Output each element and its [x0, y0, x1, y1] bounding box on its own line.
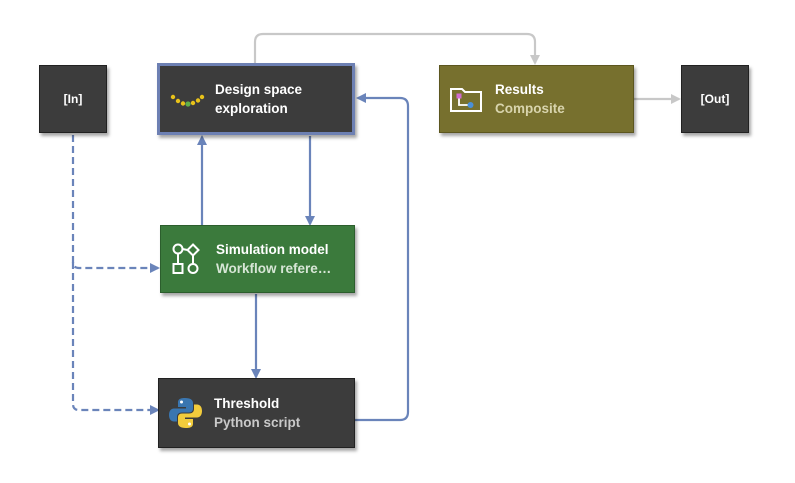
edge-design-space-to-results[interactable]: [253, 32, 540, 65]
edge-in-to-threshold[interactable]: [71, 262, 160, 415]
results-title: Results: [495, 82, 544, 97]
design-space-title: Design space: [215, 82, 303, 97]
edge-in-to-simulation[interactable]: [71, 135, 160, 273]
threshold-title: Threshold: [214, 396, 280, 411]
threshold-subtitle: Python script: [214, 415, 301, 430]
design-space-subtitle: exploration: [215, 101, 288, 116]
simulation-title: Simulation model: [216, 242, 329, 257]
output-node-label: [Out]: [700, 92, 730, 106]
edge-threshold-to-design-space[interactable]: [355, 93, 410, 422]
input-node-label: [In]: [63, 92, 83, 106]
input-node[interactable]: [In]: [39, 65, 107, 133]
composite-folder-icon: [450, 88, 482, 112]
results-node[interactable]: Results Composite: [439, 65, 634, 133]
workflow-icon: [172, 243, 200, 274]
python-icon: [169, 398, 202, 428]
output-node[interactable]: [Out]: [681, 65, 749, 133]
simulation-node[interactable]: Simulation model Workflow refere…: [160, 225, 355, 293]
design-space-node[interactable]: Design space exploration: [157, 63, 355, 135]
dse-dots-icon: [170, 94, 205, 107]
simulation-subtitle: Workflow refere…: [216, 261, 332, 276]
threshold-node[interactable]: Threshold Python script: [158, 378, 355, 448]
results-subtitle: Composite: [495, 101, 565, 116]
